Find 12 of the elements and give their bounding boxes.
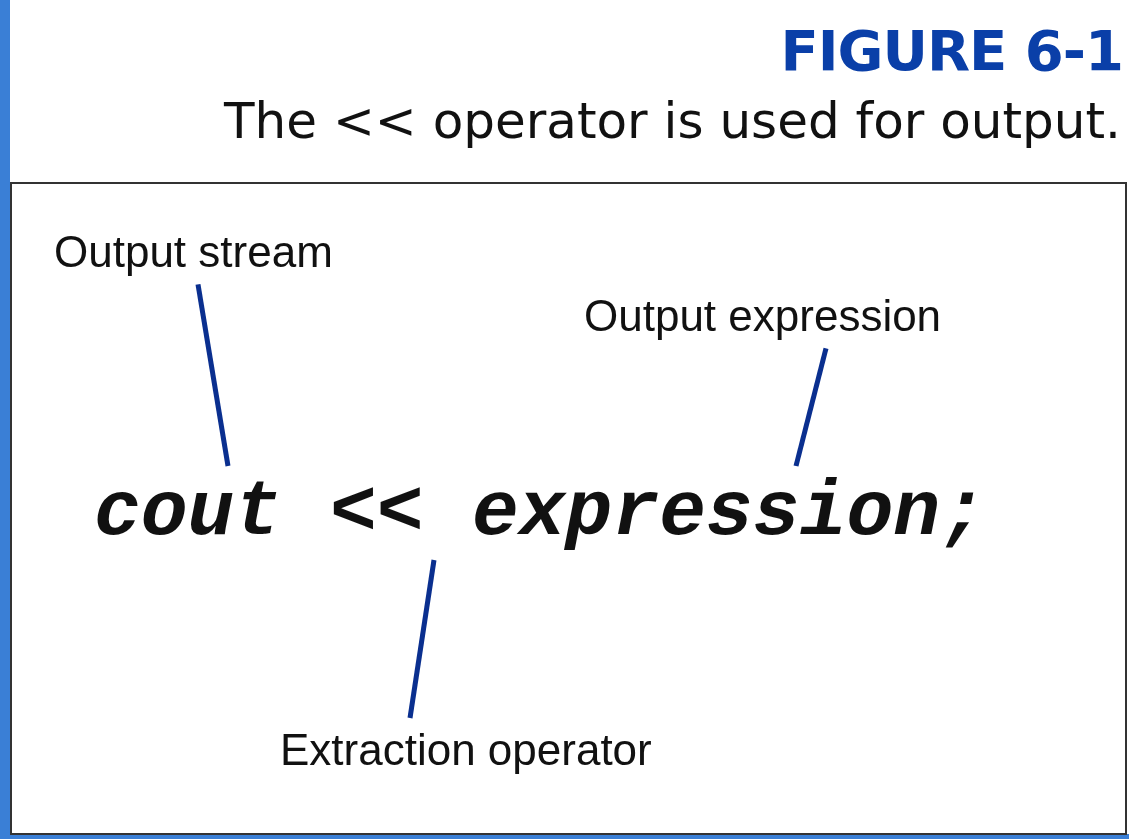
diagram-frame bbox=[10, 182, 1127, 835]
annotation-label: Extraction operator bbox=[280, 726, 652, 775]
figure-title: FIGURE 6-1 bbox=[780, 18, 1123, 83]
leader-line bbox=[195, 284, 231, 467]
code-token: << bbox=[330, 474, 424, 552]
annotation-label: Output expression bbox=[584, 292, 942, 341]
annotation-label: Output stream bbox=[54, 228, 333, 277]
leader-line bbox=[407, 559, 437, 719]
figure-caption: The << operator is used for output. bbox=[224, 92, 1121, 150]
code-token: expression; bbox=[472, 474, 987, 552]
leader-line bbox=[793, 347, 829, 467]
code-token: cout bbox=[94, 474, 282, 552]
